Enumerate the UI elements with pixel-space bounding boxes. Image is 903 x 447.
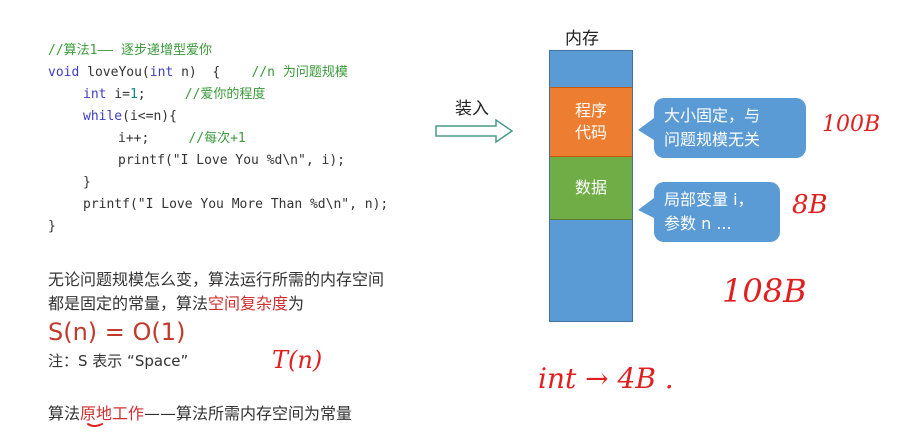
annotation-time: T(n)	[272, 346, 323, 374]
callout-code-size: 大小固定，与 问题规模无关	[654, 98, 806, 158]
annotation-108b: 108B	[722, 272, 807, 310]
underline-yuan	[87, 423, 103, 427]
annotation-100b: 100B	[822, 112, 881, 137]
annotation-8b: 8B	[792, 190, 828, 220]
memory-title: 内存	[565, 29, 599, 49]
data-segment: 数据	[550, 157, 632, 220]
space-complexity-formula: S(n) = O(1)	[48, 318, 186, 346]
in-place-definition: 算法原地工作——算法所需内存空间为常量	[48, 404, 353, 423]
callout2-pointer	[638, 198, 654, 218]
code-line-1: //算法1—— 逐步递增型爱你	[48, 43, 212, 58]
load-label: 装入	[455, 99, 489, 119]
code-line-9: }	[48, 219, 56, 234]
in-place-term: 原地工作	[80, 404, 145, 423]
code-line-6: printf("I Love You %d\n", i);	[118, 153, 345, 168]
code-line-3: int i=1; //爱你的程度	[83, 87, 266, 102]
callout1-pointer	[638, 118, 654, 140]
code-segment: 程序代码	[550, 87, 632, 157]
code-line-5: i++; //每次+1	[118, 131, 246, 146]
code-line-2: void loveYou(int n) { //n 为问题规模	[48, 65, 348, 80]
explanation-paragraph: 无论问题规模怎么变，算法运行所需的内存空间 都是固定的常量，算法空间复杂度为	[48, 270, 385, 313]
annotation-int-size: int → 4B .	[538, 362, 674, 395]
code-line-8: printf("I Love You More Than %d\n", n);	[83, 197, 389, 212]
code-line-7: }	[83, 175, 91, 190]
callout-data-vars: 局部变量 i， 参数 n ...	[654, 182, 780, 242]
memory-block: 程序代码 数据	[549, 50, 633, 322]
space-complexity-term: 空间复杂度	[208, 294, 289, 313]
space-note: 注：S 表示 “Space”	[48, 352, 189, 370]
load-arrow-icon	[435, 118, 514, 144]
code-line-4: while(i<=n){	[83, 109, 177, 124]
